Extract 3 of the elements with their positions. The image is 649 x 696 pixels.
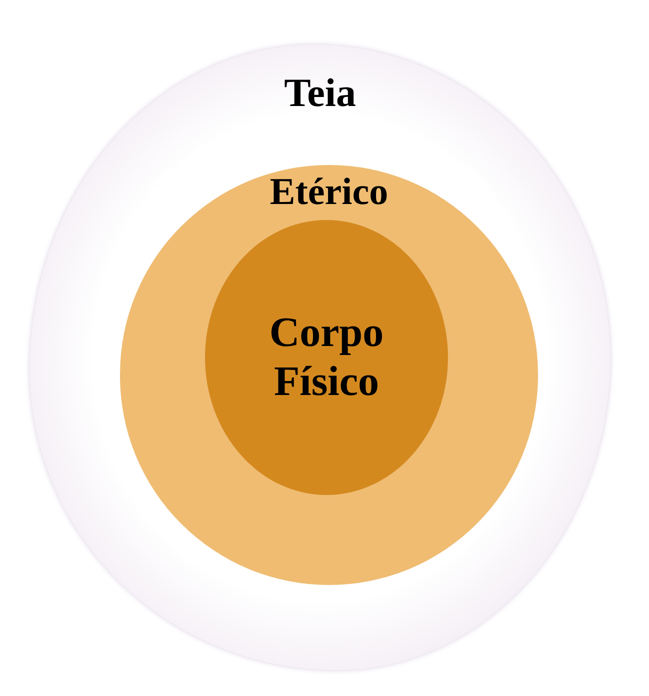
layer-label: Etérico	[268, 173, 390, 211]
layer-label: Teia	[283, 73, 357, 113]
layer-label: Corpo Físico	[268, 309, 385, 406]
